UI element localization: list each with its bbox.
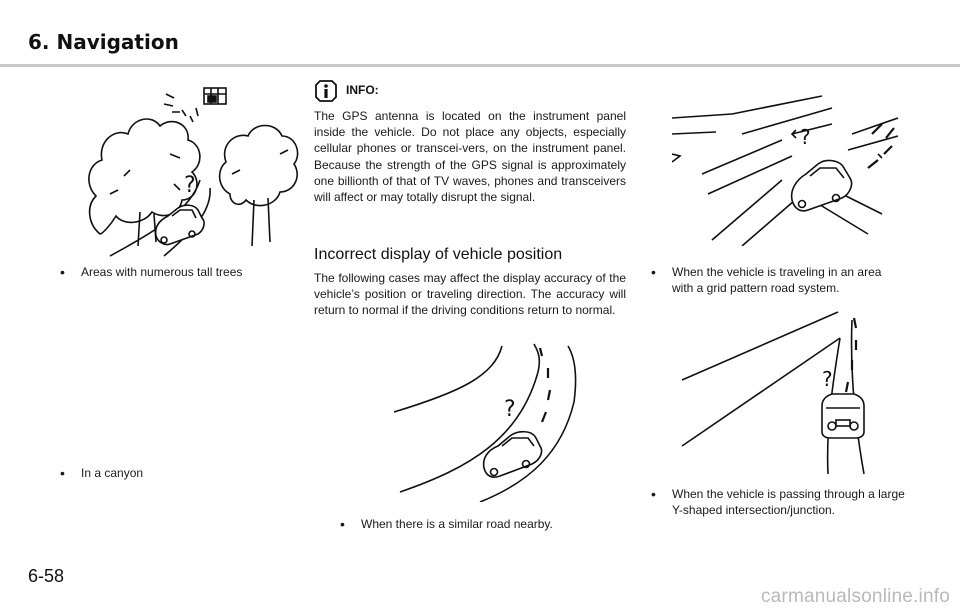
header-divider (0, 64, 960, 67)
page-number: 6-58 (28, 566, 65, 586)
bullet-tall-trees: • Areas with numerous tall trees (60, 264, 300, 280)
section-heading: Incorrect display of vehicle position (314, 246, 563, 263)
bullet-text: When the vehicle is passing through a la… (672, 487, 905, 517)
bullet-text: When there is a similar road nearby. (361, 517, 553, 531)
car-icon (154, 204, 205, 246)
svg-text:?: ? (504, 397, 516, 422)
bullet-marker: • (340, 516, 345, 532)
info-label: INFO: (346, 83, 379, 97)
bullet-marker: • (60, 264, 65, 280)
car-icon (790, 159, 853, 212)
bullet-canyon: • In a canyon (60, 465, 300, 481)
svg-text:?: ? (184, 173, 196, 198)
satellite-icon (203, 87, 227, 105)
bullet-marker: • (651, 264, 656, 280)
bullet-y-junction: • When the vehicle is passing through a … (651, 486, 911, 518)
illustration-y-junction: ? (676, 308, 886, 476)
car-icon (482, 430, 543, 478)
illustration-grid-roads: ? (672, 94, 898, 246)
illustration-similar-road: ? (390, 342, 590, 502)
bullet-grid-roads: • When the vehicle is traveling in an ar… (651, 264, 901, 296)
bullet-marker: • (651, 486, 656, 502)
bullet-text: Areas with numerous tall trees (81, 265, 243, 279)
page-header: 6. Navigation (0, 0, 960, 67)
bullet-text: In a canyon (81, 466, 144, 480)
illustration-tall-trees: ? (80, 84, 302, 259)
watermark: carmanualsonline.info (760, 586, 950, 607)
info-text: The GPS antenna is located on the instru… (314, 109, 626, 205)
svg-text:?: ? (800, 125, 811, 149)
svg-text:?: ? (822, 367, 833, 391)
info-icon (314, 79, 338, 108)
car-icon (821, 393, 865, 439)
page-title: 6. Navigation (28, 30, 179, 54)
bullet-marker: • (60, 465, 65, 481)
section-intro: The following cases may affect the displ… (314, 271, 626, 318)
bullet-similar-road: • When there is a similar road nearby. (340, 516, 630, 532)
bullet-text: When the vehicle is traveling in an area… (672, 265, 882, 295)
